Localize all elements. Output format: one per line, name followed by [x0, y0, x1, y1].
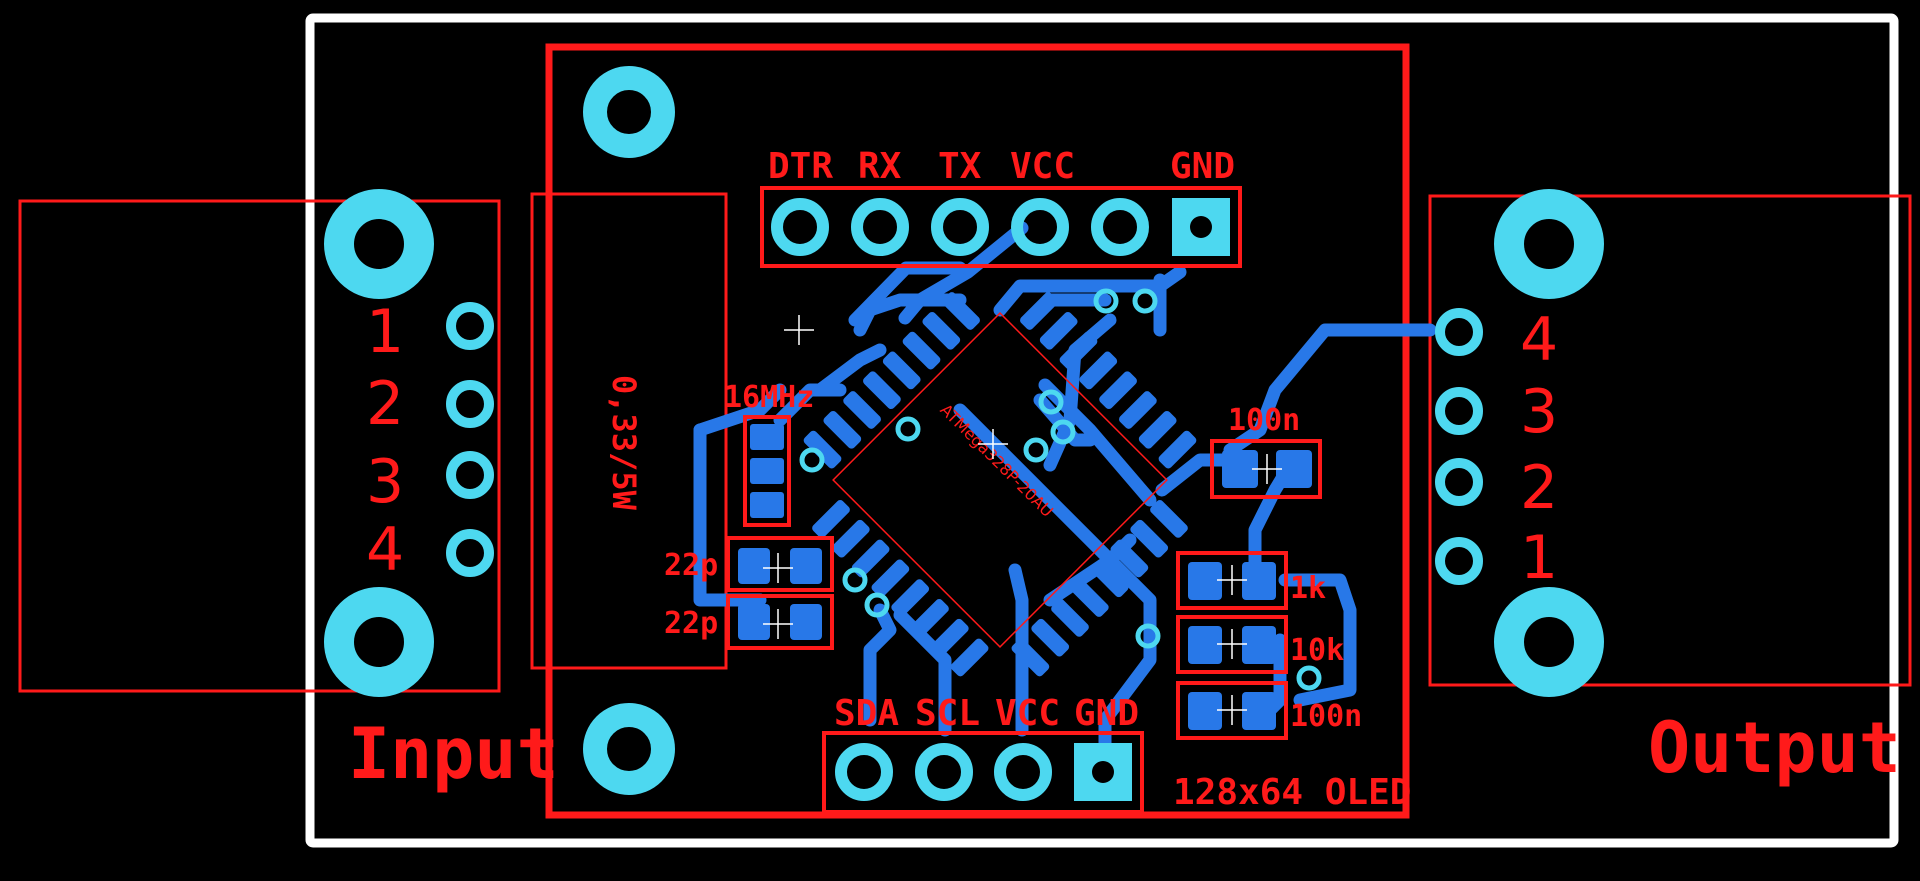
via	[1023, 437, 1049, 463]
header-top-pad	[931, 198, 989, 256]
output-pin-numbers: 4 3 2 1	[1520, 305, 1558, 593]
crosshair	[763, 609, 793, 639]
res-1k: 1k	[1176, 551, 1326, 610]
output-pin-number: 2	[1520, 453, 1558, 523]
input-pin-number: 3	[366, 447, 404, 517]
output-pin-number: 4	[1520, 305, 1558, 375]
crosshair	[763, 553, 793, 583]
input-pad	[446, 451, 494, 499]
mounting-hole	[1494, 587, 1604, 697]
header-bottom: SDA SCL VCC GND	[822, 693, 1144, 814]
input-connector-pads	[446, 302, 494, 577]
via	[799, 447, 825, 473]
crystal: 16MHz	[724, 380, 814, 527]
mounting-hole	[324, 189, 434, 299]
vias	[799, 288, 1322, 691]
module-outline	[545, 43, 1410, 819]
cap-22p-a: 22p	[664, 536, 834, 592]
pin-label-sda: SDA	[834, 693, 899, 734]
cap-22p-a-label: 22p	[664, 548, 718, 583]
crystal-outline	[743, 415, 791, 527]
output-connector-pads	[1435, 308, 1483, 585]
pin-label-tx: TX	[938, 146, 982, 187]
mounting-hole	[583, 66, 675, 158]
header-bottom-outline	[822, 731, 1144, 814]
header-bottom-pad	[994, 743, 1052, 801]
header-top-pad	[851, 198, 909, 256]
crystal-label: 16MHz	[724, 380, 814, 415]
oled-label: 128x64 OLED	[1173, 772, 1411, 813]
via	[1038, 389, 1064, 415]
header-top-pad	[771, 198, 829, 256]
input-pad	[446, 302, 494, 350]
via	[864, 592, 890, 618]
output-pad	[1435, 537, 1483, 585]
cap-100n-top-label: 100n	[1228, 403, 1300, 438]
cap-100n-bottom: 100n	[1176, 681, 1362, 740]
via	[1135, 623, 1161, 649]
output-pin-number: 1	[1520, 523, 1558, 593]
header-top-pad	[1011, 198, 1069, 256]
input-label: Input	[348, 713, 559, 795]
pin-label-rx: RX	[858, 146, 902, 187]
pin-label-gnd-bottom: GND	[1074, 693, 1139, 734]
mcu-pins	[803, 292, 1197, 677]
output-pad	[1435, 458, 1483, 506]
mounting-holes	[324, 66, 1604, 795]
header-bottom-pad	[835, 743, 893, 801]
input-pad	[446, 380, 494, 428]
crosshair	[1217, 565, 1247, 595]
input-pin-number: 2	[366, 369, 404, 439]
input-pad	[446, 529, 494, 577]
header-bottom-pad	[915, 743, 973, 801]
pin-label-gnd: GND	[1170, 146, 1235, 187]
shunt-resistor-outline	[530, 192, 728, 670]
cap-100n-top: 100n	[1210, 403, 1322, 499]
mcu-body-outline	[832, 312, 1168, 648]
crosshair	[1217, 629, 1247, 659]
pin-label-dtr: DTR	[768, 146, 833, 187]
pin-label-vcc-bottom: VCC	[995, 693, 1060, 734]
crosshair	[1252, 454, 1282, 484]
input-connector-outline	[18, 199, 501, 693]
res-10k-label: 10k	[1290, 633, 1344, 668]
mounting-hole	[324, 587, 434, 697]
board-outline	[305, 13, 1899, 848]
crosshair	[1217, 695, 1247, 725]
input-pin-number: 4	[366, 515, 404, 585]
input-pin-numbers: 1 2 3 4	[366, 297, 404, 585]
header-top-outline	[760, 186, 1242, 268]
output-pin-number: 3	[1520, 377, 1558, 447]
crosshairs	[763, 315, 1282, 725]
crosshair	[784, 315, 814, 345]
pin-label-scl: SCL	[915, 693, 980, 734]
header-top: DTR RX TX VCC GND	[760, 146, 1242, 268]
cap-22p-b-label: 22p	[664, 606, 718, 641]
res-1k-label: 1k	[1290, 571, 1326, 606]
via	[842, 567, 868, 593]
crosshair	[978, 429, 1008, 459]
input-pin-number: 1	[366, 297, 404, 367]
via	[1093, 288, 1119, 314]
cap-22p-b: 22p	[664, 594, 834, 650]
output-pad	[1435, 308, 1483, 356]
mounting-hole	[583, 703, 675, 795]
cap-100n-bottom-label: 100n	[1290, 699, 1362, 734]
pin-label-vcc: VCC	[1010, 146, 1075, 187]
output-pad	[1435, 387, 1483, 435]
header-top-pad	[1091, 198, 1149, 256]
output-connector-outline	[1428, 194, 1912, 687]
via	[1050, 419, 1076, 445]
res-10k: 10k	[1176, 615, 1344, 674]
shunt-resistor-label: 0,33/5W	[605, 375, 643, 511]
via	[895, 416, 921, 442]
via	[1296, 665, 1322, 691]
via	[1132, 288, 1158, 314]
mounting-hole	[1494, 189, 1604, 299]
output-label: Output	[1648, 707, 1901, 789]
